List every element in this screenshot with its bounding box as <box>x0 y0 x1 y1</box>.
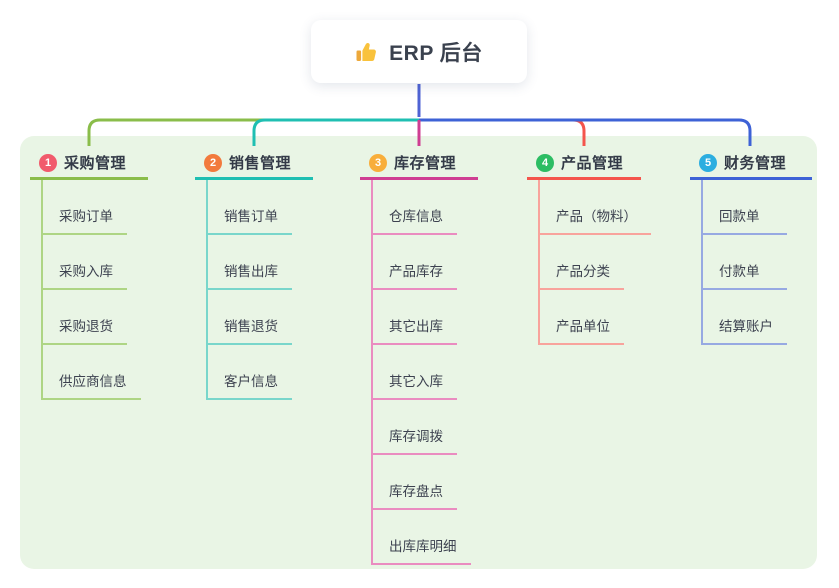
node-purchase-order[interactable]: 采购订单 <box>43 180 127 235</box>
node-outbound-detail[interactable]: 出库库明细 <box>373 510 471 565</box>
node-title: 产品管理 <box>561 155 624 172</box>
node-purchase[interactable]: 1 采购管理 <box>30 148 148 180</box>
node-title: 采购管理 <box>64 155 127 172</box>
node-receipt-doc[interactable]: 回款单 <box>703 180 787 235</box>
branch-inventory-children: 仓库信息 产品库存 其它出库 其它入库 库存调拨 库存盘点 出库库明细 <box>371 180 471 565</box>
node-purchase-return[interactable]: 采购退货 <box>43 290 127 345</box>
node-other-outbound[interactable]: 其它出库 <box>373 290 457 345</box>
priority-4-badge: 4 <box>536 153 554 172</box>
node-product[interactable]: 4 产品管理 <box>527 148 641 180</box>
node-sales-return[interactable]: 销售退货 <box>208 290 292 345</box>
node-title: 销售管理 <box>229 155 292 172</box>
priority-5-badge: 5 <box>699 153 717 172</box>
priority-2-badge: 2 <box>204 153 222 172</box>
node-product-unit[interactable]: 产品单位 <box>540 290 624 345</box>
node-product-stock[interactable]: 产品库存 <box>373 235 457 290</box>
node-warehouse-info[interactable]: 仓库信息 <box>373 180 457 235</box>
node-other-inbound[interactable]: 其它入库 <box>373 345 457 400</box>
node-product-material[interactable]: 产品（物料） <box>540 180 651 235</box>
node-finance[interactable]: 5 财务管理 <box>690 148 812 180</box>
root-node[interactable]: ERP 后台 <box>311 20 527 83</box>
branch-finance: 5 财务管理 回款单 付款单 结算账户 <box>690 148 812 345</box>
branch-purchase-children: 采购订单 采购入库 采购退货 供应商信息 <box>41 180 141 400</box>
node-settlement-account[interactable]: 结算账户 <box>703 290 787 345</box>
branch-finance-children: 回款单 付款单 结算账户 <box>701 180 787 345</box>
priority-1-badge: 1 <box>39 153 57 172</box>
branch-product-children: 产品（物料） 产品分类 产品单位 <box>538 180 651 345</box>
thumbs-up-icon <box>356 42 377 61</box>
node-product-category[interactable]: 产品分类 <box>540 235 624 290</box>
node-inventory[interactable]: 3 库存管理 <box>360 148 478 180</box>
root-node-title: ERP 后台 <box>389 41 483 65</box>
node-sales-order[interactable]: 销售订单 <box>208 180 292 235</box>
node-purchase-inbound[interactable]: 采购入库 <box>43 235 127 290</box>
node-customer-info[interactable]: 客户信息 <box>208 345 292 400</box>
branch-product: 4 产品管理 产品（物料） 产品分类 产品单位 <box>527 148 651 345</box>
mindmap-background-panel <box>20 136 817 569</box>
node-stock-count[interactable]: 库存盘点 <box>373 455 457 510</box>
branch-inventory: 3 库存管理 仓库信息 产品库存 其它出库 其它入库 库存调拨 库存盘点 出库库… <box>360 148 478 565</box>
node-title: 财务管理 <box>724 155 787 172</box>
branch-sales-children: 销售订单 销售出库 销售退货 客户信息 <box>206 180 292 400</box>
branch-purchase: 1 采购管理 采购订单 采购入库 采购退货 供应商信息 <box>30 148 148 400</box>
branch-sales: 2 销售管理 销售订单 销售出库 销售退货 客户信息 <box>195 148 313 400</box>
node-supplier-info[interactable]: 供应商信息 <box>43 345 141 400</box>
node-payment-doc[interactable]: 付款单 <box>703 235 787 290</box>
priority-3-badge: 3 <box>369 153 387 172</box>
node-stock-transfer[interactable]: 库存调拨 <box>373 400 457 455</box>
node-sales-outbound[interactable]: 销售出库 <box>208 235 292 290</box>
node-title: 库存管理 <box>394 155 457 172</box>
node-sales[interactable]: 2 销售管理 <box>195 148 313 180</box>
